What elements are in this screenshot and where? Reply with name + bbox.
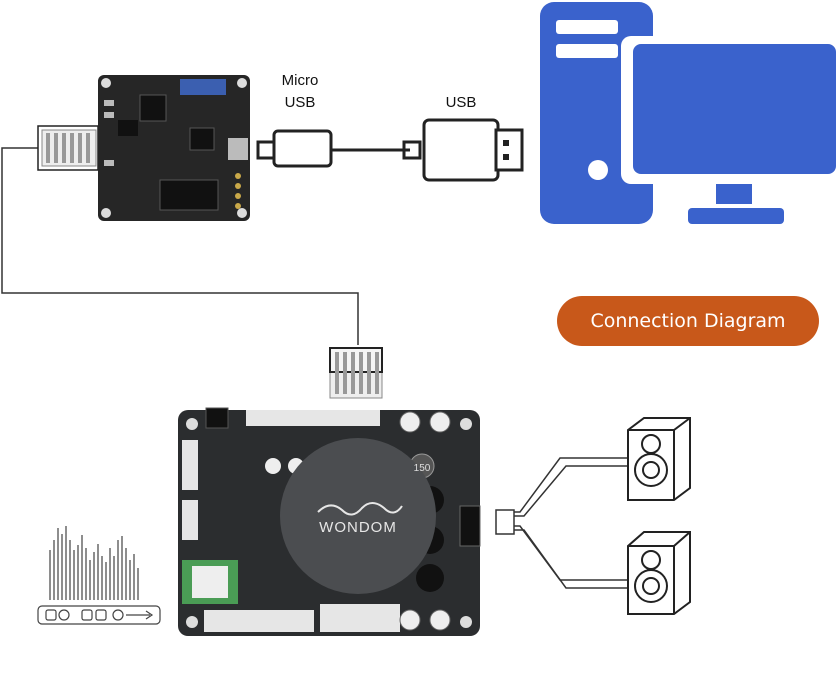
- interface-board: [98, 75, 250, 221]
- speaker-icon-bottom: [627, 531, 691, 615]
- inductor-label: 150: [414, 463, 431, 474]
- connection-diagram-title: Connection Diagram: [590, 310, 786, 332]
- micro-usb-line2: USB: [284, 94, 316, 111]
- ribbon-wire: [1, 147, 359, 345]
- connection-diagram-badge: Connection Diagram: [557, 296, 819, 346]
- media-player-icon: [37, 526, 161, 625]
- micro-usb-line1: Micro: [281, 72, 319, 89]
- speaker-wires: [495, 457, 632, 589]
- amplifier-board: [178, 407, 481, 636]
- amp-brand-label: WONDOM: [319, 519, 397, 536]
- desktop-computer-icon: [540, 2, 836, 224]
- speaker-icon-top: [627, 417, 691, 501]
- usb-cable: [256, 118, 524, 182]
- amp-connector: [329, 347, 383, 399]
- interface-connector: [37, 125, 99, 171]
- usb-label: USB: [445, 94, 477, 111]
- micro-usb-label: Micro USB: [265, 70, 335, 114]
